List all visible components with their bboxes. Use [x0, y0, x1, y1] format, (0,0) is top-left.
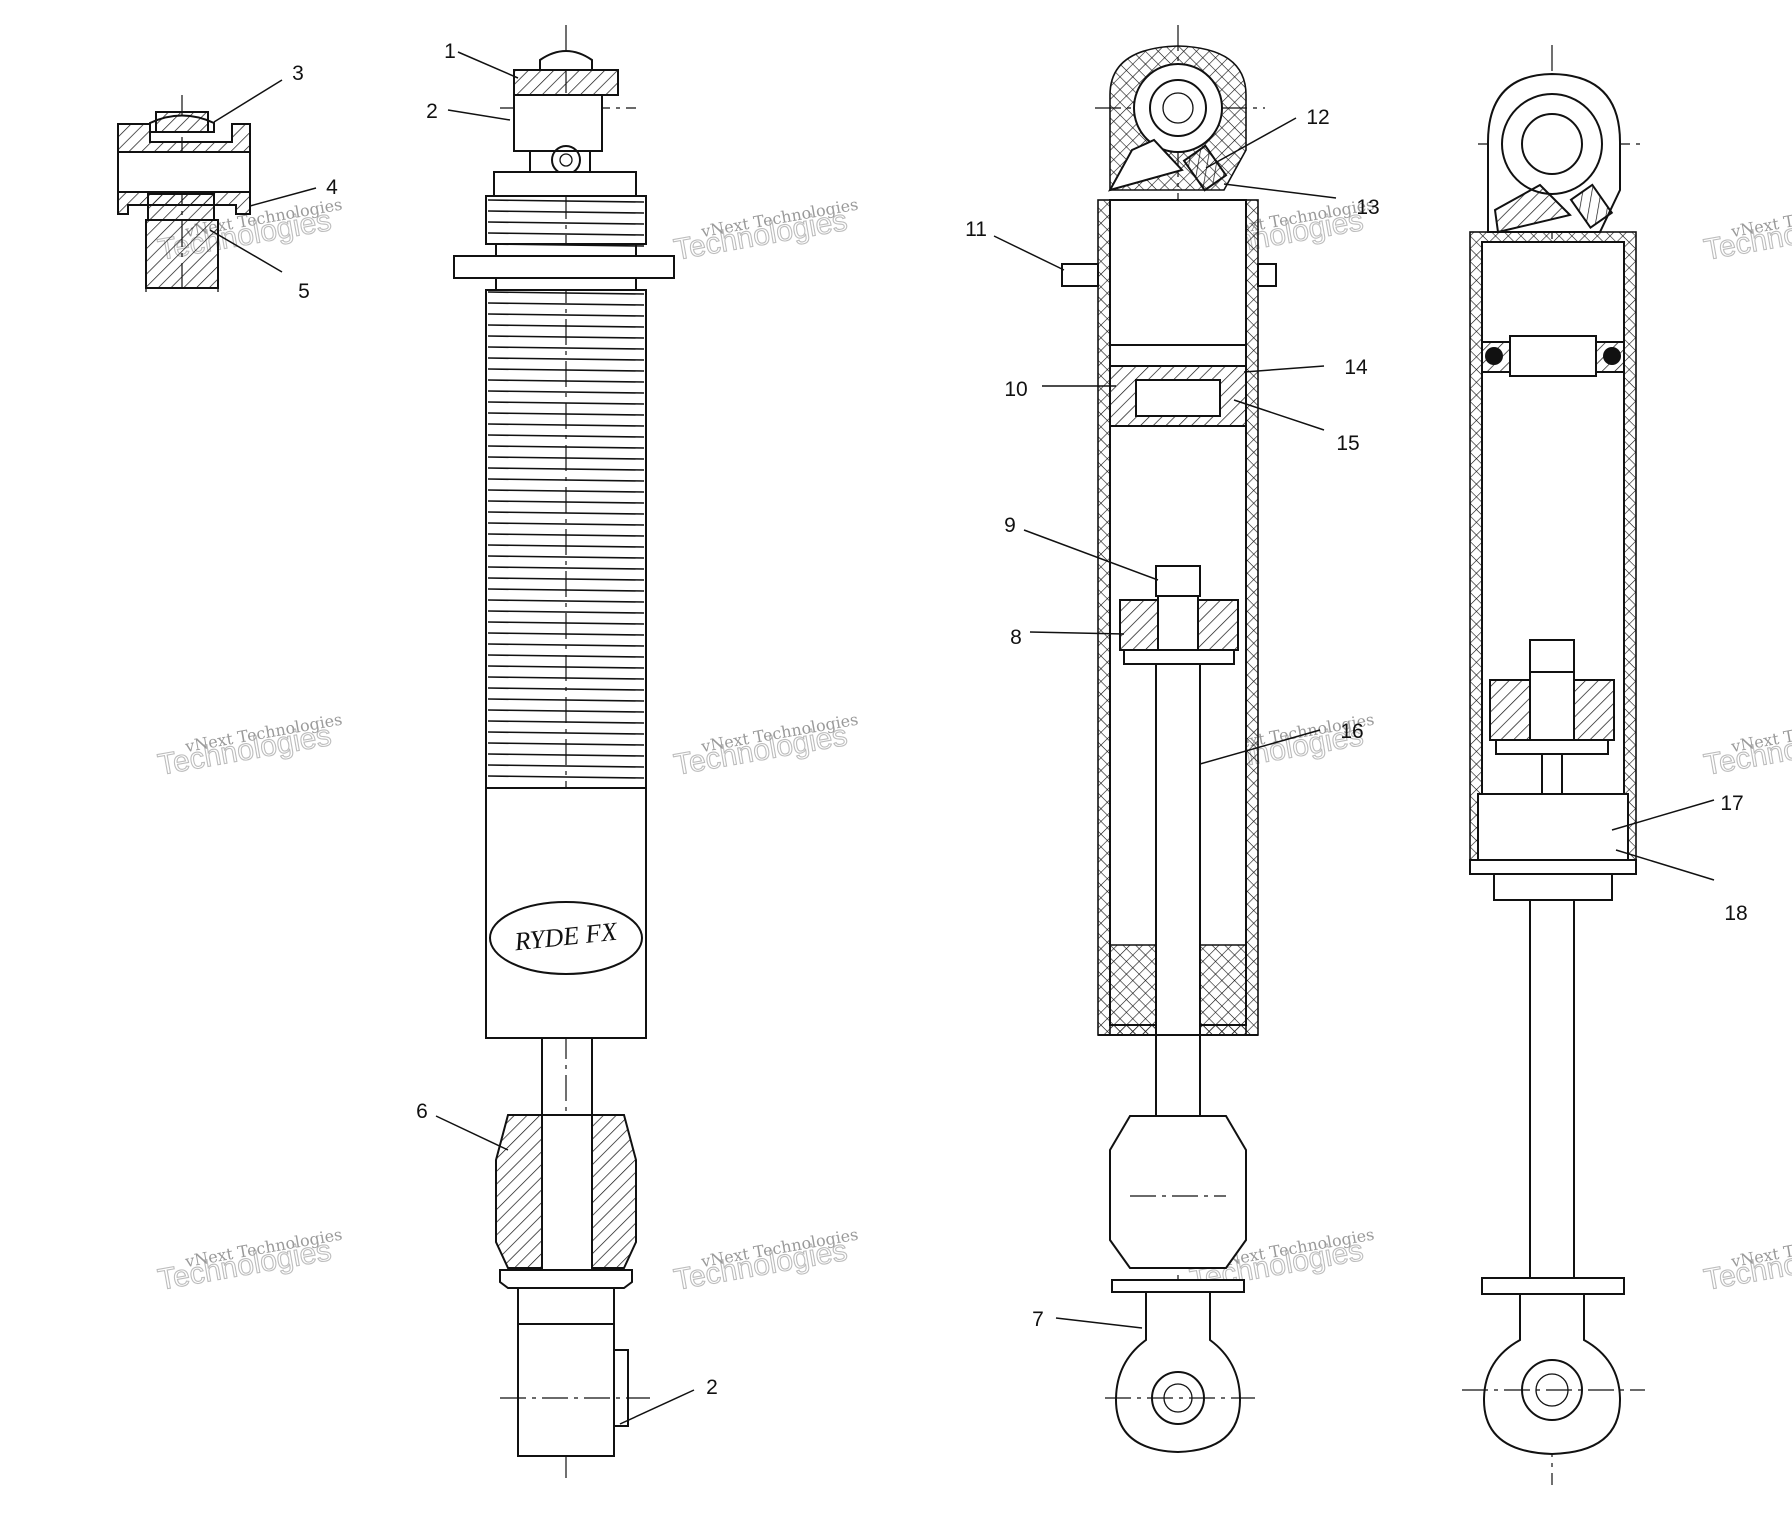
spring-coil-line — [487, 588, 645, 592]
shock-section-view-alt — [1462, 45, 1645, 1485]
spring-coil-line — [487, 643, 645, 647]
callout-2: 2 — [426, 100, 438, 123]
spring-coil-line — [487, 313, 645, 317]
spring-coil-line — [487, 687, 645, 691]
spring-coil-line — [487, 346, 645, 350]
callout-9: 9 — [1004, 514, 1016, 537]
callout-15: 15 — [1336, 432, 1359, 455]
watermark: Technologies vNext Technologies — [155, 710, 344, 783]
watermark: Technologies vNext Technologies — [1701, 710, 1792, 783]
spring-coil-line — [487, 522, 645, 526]
spring-coil-line — [487, 775, 645, 779]
callout-11: 11 — [965, 218, 987, 241]
callout-18: 18 — [1724, 902, 1747, 925]
spring-coil-line — [487, 232, 645, 236]
watermark: Technologies vNext Technologies — [1701, 195, 1792, 268]
spring-coil-line — [487, 445, 645, 449]
spring-coil-line — [487, 533, 645, 537]
spring-coil-line — [487, 632, 645, 636]
callout-13: 13 — [1356, 196, 1379, 219]
spring-coil-line — [487, 368, 645, 372]
spring-coil-line — [487, 357, 645, 361]
spring-coil-line — [487, 324, 645, 328]
spring-coil-line — [487, 753, 645, 757]
spring-coil-line — [487, 621, 645, 625]
spring-coil-line — [487, 243, 645, 247]
callout-5: 5 — [298, 280, 310, 303]
spring-coil-line — [487, 379, 645, 383]
spring-coil-line — [487, 467, 645, 471]
spring-coil-line — [487, 302, 645, 306]
callout-3: 3 — [292, 62, 304, 85]
spring-coil-line — [487, 500, 645, 504]
spring-coil-line — [487, 654, 645, 658]
spring-coil-line — [487, 401, 645, 405]
callout-17: 17 — [1720, 792, 1743, 815]
callout-14: 14 — [1344, 356, 1368, 379]
spring-coil-line — [487, 698, 645, 702]
callout-6: 6 — [416, 1100, 428, 1123]
spring-coil-line — [487, 199, 645, 203]
spring-coil-line — [487, 676, 645, 680]
spring-coil-line — [487, 335, 645, 339]
callout-7: 7 — [1032, 1308, 1044, 1331]
spring-coil-line — [487, 764, 645, 768]
spring-coil-line — [487, 599, 645, 603]
bushing-detail — [117, 95, 251, 292]
spring-coil-line — [487, 423, 645, 427]
spring-coil-line — [487, 544, 645, 548]
watermark: Technologies vNext Technologies — [1701, 1225, 1792, 1298]
coil-spring — [487, 199, 645, 779]
callout-16: 16 — [1340, 720, 1363, 743]
spring-coil-line — [487, 566, 645, 570]
spring-coil-line — [487, 291, 645, 295]
spring-coil-line — [487, 665, 645, 669]
spring-coil-line — [487, 610, 645, 614]
shock-section-view — [1061, 25, 1277, 1454]
watermark: Technologies vNext Technologies — [671, 195, 860, 268]
spring-coil-line — [487, 221, 645, 225]
callout-8: 8 — [1010, 626, 1022, 649]
watermark: Technologies vNext Technologies — [155, 1225, 344, 1298]
callout-4: 4 — [326, 176, 338, 199]
spring-coil-line — [487, 434, 645, 438]
spring-coil-line — [487, 709, 645, 713]
spring-coil-line — [487, 478, 645, 482]
callout-leaders — [209, 51, 1715, 1425]
spring-coil-line — [487, 720, 645, 724]
callout-1: 1 — [444, 40, 456, 63]
spring-coil-line — [487, 210, 645, 214]
spring-coil-line — [487, 390, 645, 394]
watermark: Technologies vNext Technologies — [671, 710, 860, 783]
callout-10: 10 — [1004, 378, 1027, 401]
shock-exterior-view: RYDE FX — [453, 25, 675, 1478]
spring-coil-line — [487, 412, 645, 416]
watermark: Technologies vNext Technologies — [671, 1225, 860, 1298]
spring-coil-line — [487, 489, 645, 493]
callout-12: 12 — [1306, 106, 1329, 129]
spring-coil-line — [487, 577, 645, 581]
spring-coil-line — [487, 555, 645, 559]
callout-numbers: 1 2 3 4 5 2 6 7 8 9 10 11 12 13 14 15 16… — [292, 40, 1748, 1399]
spring-coil-line — [487, 731, 645, 735]
spring-coil-line — [487, 742, 645, 746]
callout-2-lower: 2 — [706, 1376, 718, 1399]
spring-coil-line — [487, 456, 645, 460]
spring-coil-line — [487, 511, 645, 515]
